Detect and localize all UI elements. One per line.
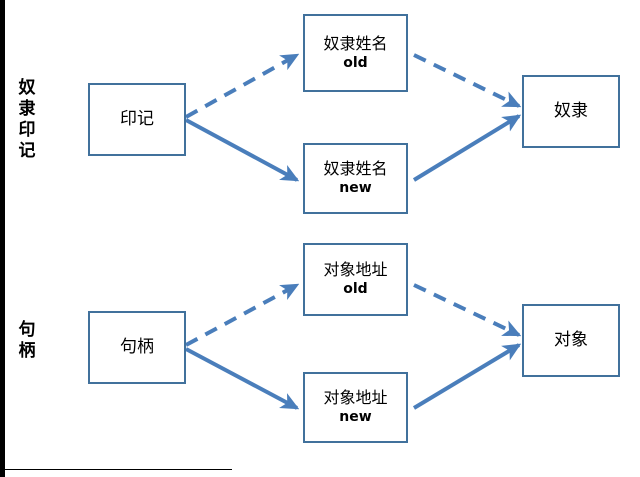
- group-label-slave-mark: 奴隶印记: [18, 78, 36, 161]
- edge-mark-to-name-new: [185, 118, 300, 182]
- node-object-addr-old[interactable]: 对象地址 old: [303, 243, 408, 316]
- node-label-cjk: 奴隶: [554, 101, 588, 121]
- edge-mark-to-name-old: [185, 53, 300, 119]
- node-label-latin: new: [339, 409, 372, 425]
- node-label-cjk: 奴隶姓名: [323, 33, 388, 53]
- edge-name-old-to-slave: [413, 53, 522, 108]
- node-slave[interactable]: 奴隶: [522, 75, 620, 148]
- node-label-cjk: 奴隶姓名: [323, 159, 388, 178]
- slide-bottom-border: [0, 469, 232, 470]
- node-label-latin: old: [343, 281, 368, 297]
- edge-addr-new-to-object: [412, 343, 522, 410]
- node-label-cjk: 句柄: [120, 337, 154, 357]
- node-slave-mark-source[interactable]: 印记: [88, 83, 186, 156]
- node-label-cjk: 印记: [120, 109, 154, 129]
- group-label-handle: 句柄: [18, 320, 36, 361]
- slide-left-border: [0, 0, 5, 477]
- node-label-latin: new: [339, 180, 372, 196]
- node-label-cjk: 对象: [554, 330, 588, 350]
- node-slave-name-old[interactable]: 奴隶姓名 old: [303, 14, 408, 92]
- edge-handle-to-addr-new: [185, 347, 300, 410]
- node-label-latin: old: [343, 54, 368, 71]
- edge-name-new-to-slave: [412, 114, 522, 182]
- node-label-cjk: 对象地址: [323, 260, 388, 279]
- edge-addr-old-to-object: [413, 283, 522, 337]
- edge-handle-to-addr-old: [185, 283, 300, 347]
- node-object-addr-new[interactable]: 对象地址 new: [303, 372, 408, 443]
- node-label-cjk: 对象地址: [323, 388, 388, 407]
- node-handle-source[interactable]: 句柄: [88, 311, 186, 384]
- node-object[interactable]: 对象: [522, 304, 620, 377]
- node-slave-name-new[interactable]: 奴隶姓名 new: [303, 143, 408, 214]
